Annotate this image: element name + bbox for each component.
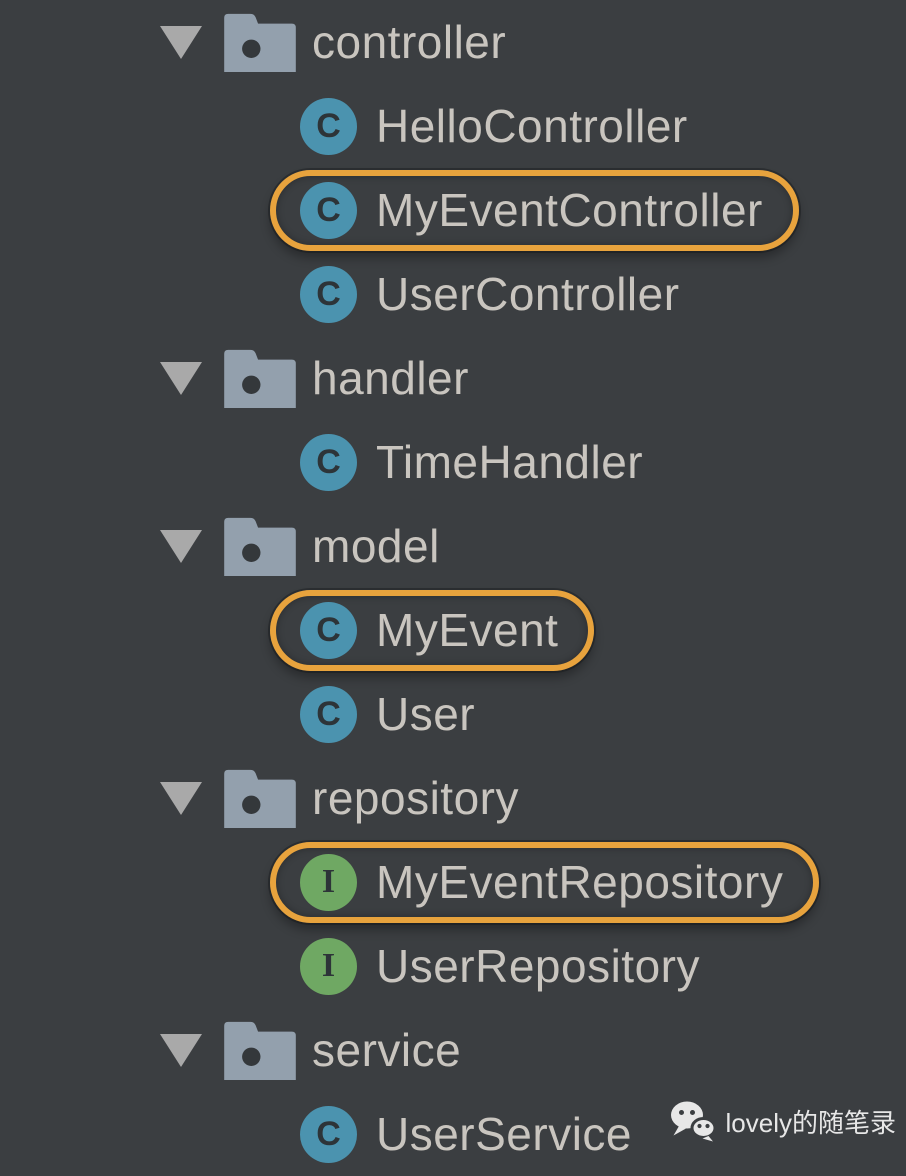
tree-row-folder[interactable]: service <box>0 1008 906 1092</box>
package-folder-icon <box>224 517 296 576</box>
tree-item-label: handler <box>312 352 469 404</box>
class-icon: C <box>300 181 357 239</box>
wechat-icon <box>670 1101 716 1142</box>
highlight-oval: I MyEventRepository <box>270 841 820 923</box>
class-icon: C <box>300 433 357 491</box>
tree-item-label: MyEventController <box>376 184 763 236</box>
class-icon: C <box>300 601 357 659</box>
interface-icon: I <box>300 937 357 995</box>
tree-item-label: TimeHandler <box>376 436 644 488</box>
class-icon: C <box>300 685 357 743</box>
watermark-text: lovely的随笔录 <box>725 1107 896 1138</box>
tree-item-label: service <box>312 1024 462 1076</box>
chevron-down-icon[interactable] <box>160 781 202 815</box>
chevron-down-icon[interactable] <box>160 529 202 563</box>
tree-item-label: User <box>376 688 476 740</box>
tree-row-item[interactable]: C UserController <box>0 252 906 336</box>
tree-item-label: UserController <box>376 268 680 320</box>
tree-row-item[interactable]: C User <box>0 672 906 756</box>
package-folder-icon <box>224 349 296 408</box>
highlight-oval: C MyEvent <box>270 589 595 671</box>
package-folder-icon <box>224 769 296 828</box>
tree-item-label: UserRepository <box>376 940 700 992</box>
tree-row-folder[interactable]: handler <box>0 336 906 420</box>
tree-item-content: service <box>160 1020 461 1080</box>
chevron-down-icon[interactable] <box>160 25 202 59</box>
tree-row-item[interactable]: C MyEvent <box>0 588 906 672</box>
tree-item-label: controller <box>312 16 507 68</box>
chevron-down-icon[interactable] <box>160 361 202 395</box>
tree-row-folder[interactable]: repository <box>0 756 906 840</box>
chevron-down-icon[interactable] <box>160 1033 202 1067</box>
tree-row-folder[interactable]: model <box>0 504 906 588</box>
tree-item-content: controller <box>160 12 506 72</box>
tree-item-content: handler <box>160 348 469 408</box>
class-icon: C <box>300 97 357 155</box>
tree-row-item[interactable]: C MyEventController <box>0 168 906 252</box>
tree-item-content: repository <box>160 768 519 828</box>
interface-icon: I <box>300 853 357 911</box>
tree-row-item[interactable]: C HelloController <box>0 84 906 168</box>
tree-item-label: MyEvent <box>376 604 559 656</box>
tree-row-item[interactable]: C UserService <box>0 1092 906 1176</box>
class-icon: C <box>300 1105 357 1163</box>
tree-item-content: I UserRepository <box>300 937 700 995</box>
tree-item-label: HelloController <box>376 100 688 152</box>
tree-item-content: C TimeHandler <box>300 433 644 491</box>
package-folder-icon <box>224 13 296 72</box>
tree-item-content: C UserController <box>300 265 680 323</box>
tree-row-item[interactable]: I UserRepository <box>0 924 906 1008</box>
tree-item-content: C User <box>300 685 476 743</box>
watermark: lovely的随笔录 <box>670 1100 896 1142</box>
tree-row-item[interactable]: I MyEventRepository <box>0 840 906 924</box>
tree-item-content: C UserService <box>300 1105 633 1163</box>
tree-item-label: model <box>312 520 440 572</box>
tree-row-folder[interactable]: controller <box>0 0 906 84</box>
package-folder-icon <box>224 1021 296 1080</box>
class-icon: C <box>300 265 357 323</box>
tree-item-content: model <box>160 516 440 576</box>
tree-item-label: repository <box>312 772 519 824</box>
tree-item-label: UserService <box>376 1108 633 1160</box>
highlight-oval: C MyEventController <box>270 169 799 251</box>
tree-item-label: MyEventRepository <box>376 856 784 908</box>
tree-row-item[interactable]: C TimeHandler <box>0 420 906 504</box>
tree-item-content: C HelloController <box>300 97 688 155</box>
